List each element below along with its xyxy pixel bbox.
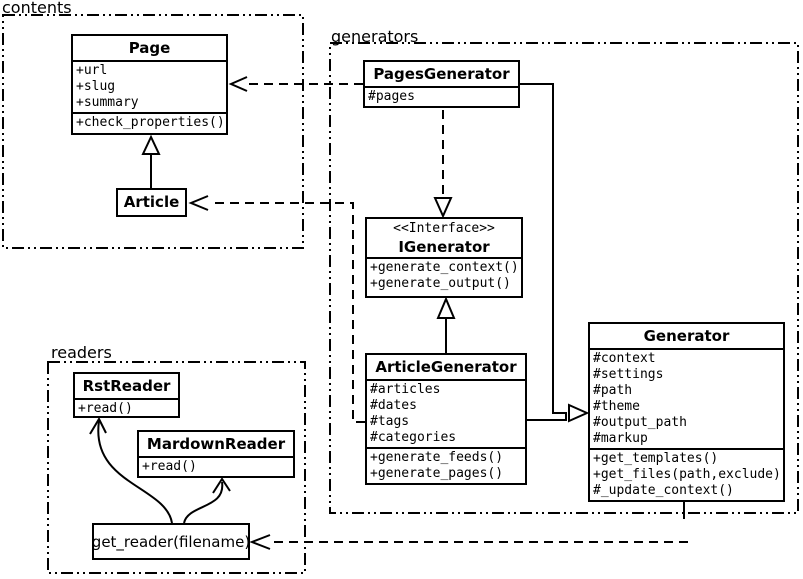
package-contents-border (2, 14, 304, 249)
attribute: #path (593, 383, 633, 398)
class-page-attributes: +url +slug +summary (73, 60, 226, 112)
class-pages-generator-title: PagesGenerator (373, 65, 510, 83)
realization-arrow-pagesgenerator-to-igenerator (433, 110, 453, 219)
class-pages-generator-attributes: #pages (365, 86, 518, 106)
attribute: #theme (593, 399, 640, 414)
class-igenerator-stereotype: <<Interface>> (393, 221, 495, 236)
attribute: #dates (370, 398, 417, 413)
class-article-title: Article (123, 193, 180, 211)
function-box-get-reader-label: get_reader(filename) (91, 532, 251, 551)
method: +generate_output() (370, 276, 511, 291)
method: +check_properties() (76, 115, 225, 130)
method: +generate_feeds() (370, 450, 504, 465)
package-label-generators: generators (331, 27, 419, 46)
class-generator-attributes: #context #settings #path #theme #output_… (590, 348, 783, 448)
attribute: #tags (370, 414, 410, 429)
method: +get_files(path,exclude) (593, 467, 781, 482)
class-rst-reader: RstReader +read() (73, 372, 180, 418)
method: +read() (78, 401, 133, 416)
dependency-arrow-generator-to-getreader (249, 502, 688, 550)
class-page: Page +url +slug +summary +check_properti… (71, 34, 228, 135)
attribute: +slug (76, 79, 116, 94)
attribute: #output_path (593, 415, 687, 430)
class-rst-reader-title: RstReader (82, 377, 171, 395)
class-article: Article (116, 188, 187, 217)
package-label-readers: readers (51, 343, 112, 362)
class-igenerator-title: IGenerator (398, 238, 490, 256)
attribute: #pages (368, 89, 415, 104)
class-igenerator: <<Interface>> IGenerator +generate_conte… (365, 217, 523, 298)
class-mardown-reader: MardownReader +read() (137, 430, 295, 478)
class-article-generator-title: ArticleGenerator (375, 358, 517, 376)
method: +generate_context() (370, 260, 519, 275)
attribute: #markup (593, 431, 648, 446)
attribute: #context (593, 351, 656, 366)
class-article-generator: ArticleGenerator #articles #dates #tags … (365, 353, 527, 485)
inheritance-arrow-generators-to-generator (520, 83, 590, 423)
inheritance-arrow-article-to-page (141, 134, 161, 188)
class-page-methods: +check_properties() (73, 112, 226, 132)
dependency-arrow-pagesgenerator-to-page (228, 76, 363, 92)
attribute: +url (76, 63, 108, 78)
class-rst-reader-methods: +read() (75, 398, 178, 416)
method: +read() (142, 459, 197, 474)
package-label-contents: contents (2, 0, 72, 17)
attribute: #settings (593, 367, 664, 382)
function-box-get-reader: get_reader(filename) (92, 523, 250, 560)
class-generator-methods: +get_templates() +get_files(path,exclude… (590, 448, 783, 500)
class-generator: Generator #context #settings #path #them… (588, 322, 785, 502)
class-pages-generator: PagesGenerator #pages (363, 60, 520, 108)
attribute: #articles (370, 382, 441, 397)
method: +get_templates() (593, 451, 719, 466)
class-igenerator-header: <<Interface>> IGenerator (367, 219, 521, 257)
dependency-arrow-articlegenerator-to-article (188, 195, 365, 423)
package-readers-border (47, 361, 306, 574)
realization-arrow-articlegenerator-to-igenerator (436, 296, 456, 353)
method: +generate_pages() (370, 466, 504, 481)
attribute: #categories (370, 430, 457, 445)
class-mardown-reader-title: MardownReader (146, 435, 286, 453)
class-mardown-reader-methods: +read() (139, 456, 293, 476)
class-page-title: Page (128, 39, 171, 57)
method: #_update_context() (593, 483, 734, 498)
class-article-generator-methods: +generate_feeds() +generate_pages() (367, 447, 525, 483)
class-article-generator-attributes: #articles #dates #tags #categories (367, 379, 525, 447)
call-arrow-getreader-to-rstreader (89, 416, 173, 524)
attribute: +summary (76, 95, 139, 110)
class-igenerator-methods: +generate_context() +generate_output() (367, 257, 521, 293)
class-generator-title: Generator (643, 327, 730, 345)
package-generators-border (329, 42, 799, 514)
call-arrow-getreader-to-mardownreader (183, 477, 231, 524)
